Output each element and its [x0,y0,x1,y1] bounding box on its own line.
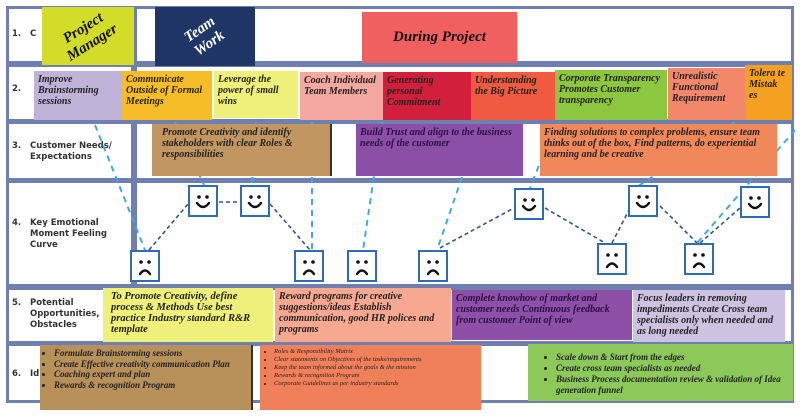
need-note: Promote Creativity and identify stakehol… [152,124,332,176]
stage-note: Corporate Transparency Promotes Customer… [555,70,667,120]
idea-item: Keep the team informed about the goals &… [274,364,477,372]
need-note: Finding solutions to complex problems, e… [540,124,777,176]
stage-note: Tolera te Mistak es [745,65,792,120]
happy-face-icon [240,185,270,217]
row-number: 3. [12,141,22,151]
idea-item: Create Effective creativity communicatio… [54,359,247,370]
sad-face-icon [347,250,377,282]
project-manager-label: Project Manager [60,9,121,65]
team-work-note: Team Work [155,7,255,66]
idea-note-c: Scale down & Start from the edgesCreate … [528,344,793,401]
idea-item: Create cross team specialists as needed [556,363,785,374]
idea-item: Rewards & recognition Program [274,372,477,380]
row-label-text: C [30,29,37,39]
idea-item: Scale down & Start from the edges [556,352,785,363]
idea-item: Roles & Responsibility Matrix [274,348,477,356]
row4-label-cell [6,180,134,287]
project-manager-note: Project Manager [42,7,134,65]
idea-item: Coaching expert and plan [54,369,247,380]
during-project-label: During Project [393,29,486,45]
stage-note: Coach Individual Team Members [300,72,383,120]
idea-item: Corporate Guidelines as per industry sta… [274,380,477,388]
stage-note: Improve Brainstorming sessions [34,71,122,120]
idea-item: Rewards & recognition Program [54,380,247,391]
happy-face-icon [188,185,218,217]
need-note: Build Trust and align to the business ne… [356,124,523,176]
sad-face-icon [294,250,324,282]
stage-note: Generating personal Commitment [383,72,471,120]
idea-item: Business Process documentation review & … [556,374,785,396]
sad-face-icon [418,250,448,282]
happy-face-icon [740,186,770,218]
opportunity-note: Focus leaders in removing impediments Cr… [633,290,785,342]
row-number: 4. [12,218,22,228]
row-label-text: Potential Opportunities, Obstacles [30,298,100,330]
idea-note-a: Formulate Brainstorming sessionsCreate E… [40,345,253,410]
idea-item: Clear statements on Objectives of the ta… [274,356,477,364]
opportunity-note: To Promote Creativity, define process & … [103,288,273,342]
stage-note: Unrealistic Functional Requirement [668,68,745,120]
idea-item: Formulate Brainstorming sessions [54,348,247,359]
row-label-text: Key Emotional Moment Feeling Curve [30,218,107,250]
row-number: 6. [12,369,22,379]
sad-face-icon [130,250,160,282]
row-number: 2. [12,84,22,94]
row-number: 5. [12,298,22,308]
sad-face-icon [597,243,627,275]
stage-note: Communicate Outside of Formal Meetings [122,71,212,120]
during-project-note: During Project [362,12,517,63]
opportunity-note: Complete knowhow of market and customer … [452,290,632,340]
row-number: 1. [12,29,22,39]
idea-note-b: Roles & Responsibility MatrixClear state… [260,345,481,410]
happy-face-icon [514,188,544,220]
row-label-text: Id [30,369,40,379]
sad-face-icon [684,243,714,275]
row-label-text: Customer Needs/ Expectations [30,141,112,162]
stage-note: Understanding the Big Picture [471,72,555,120]
happy-face-icon [628,185,658,217]
stage-note: Leverage the power of small wins [214,71,298,118]
team-work-label: Team Work [181,12,228,60]
opportunity-note: Reward programs for creative suggestions… [275,288,451,342]
